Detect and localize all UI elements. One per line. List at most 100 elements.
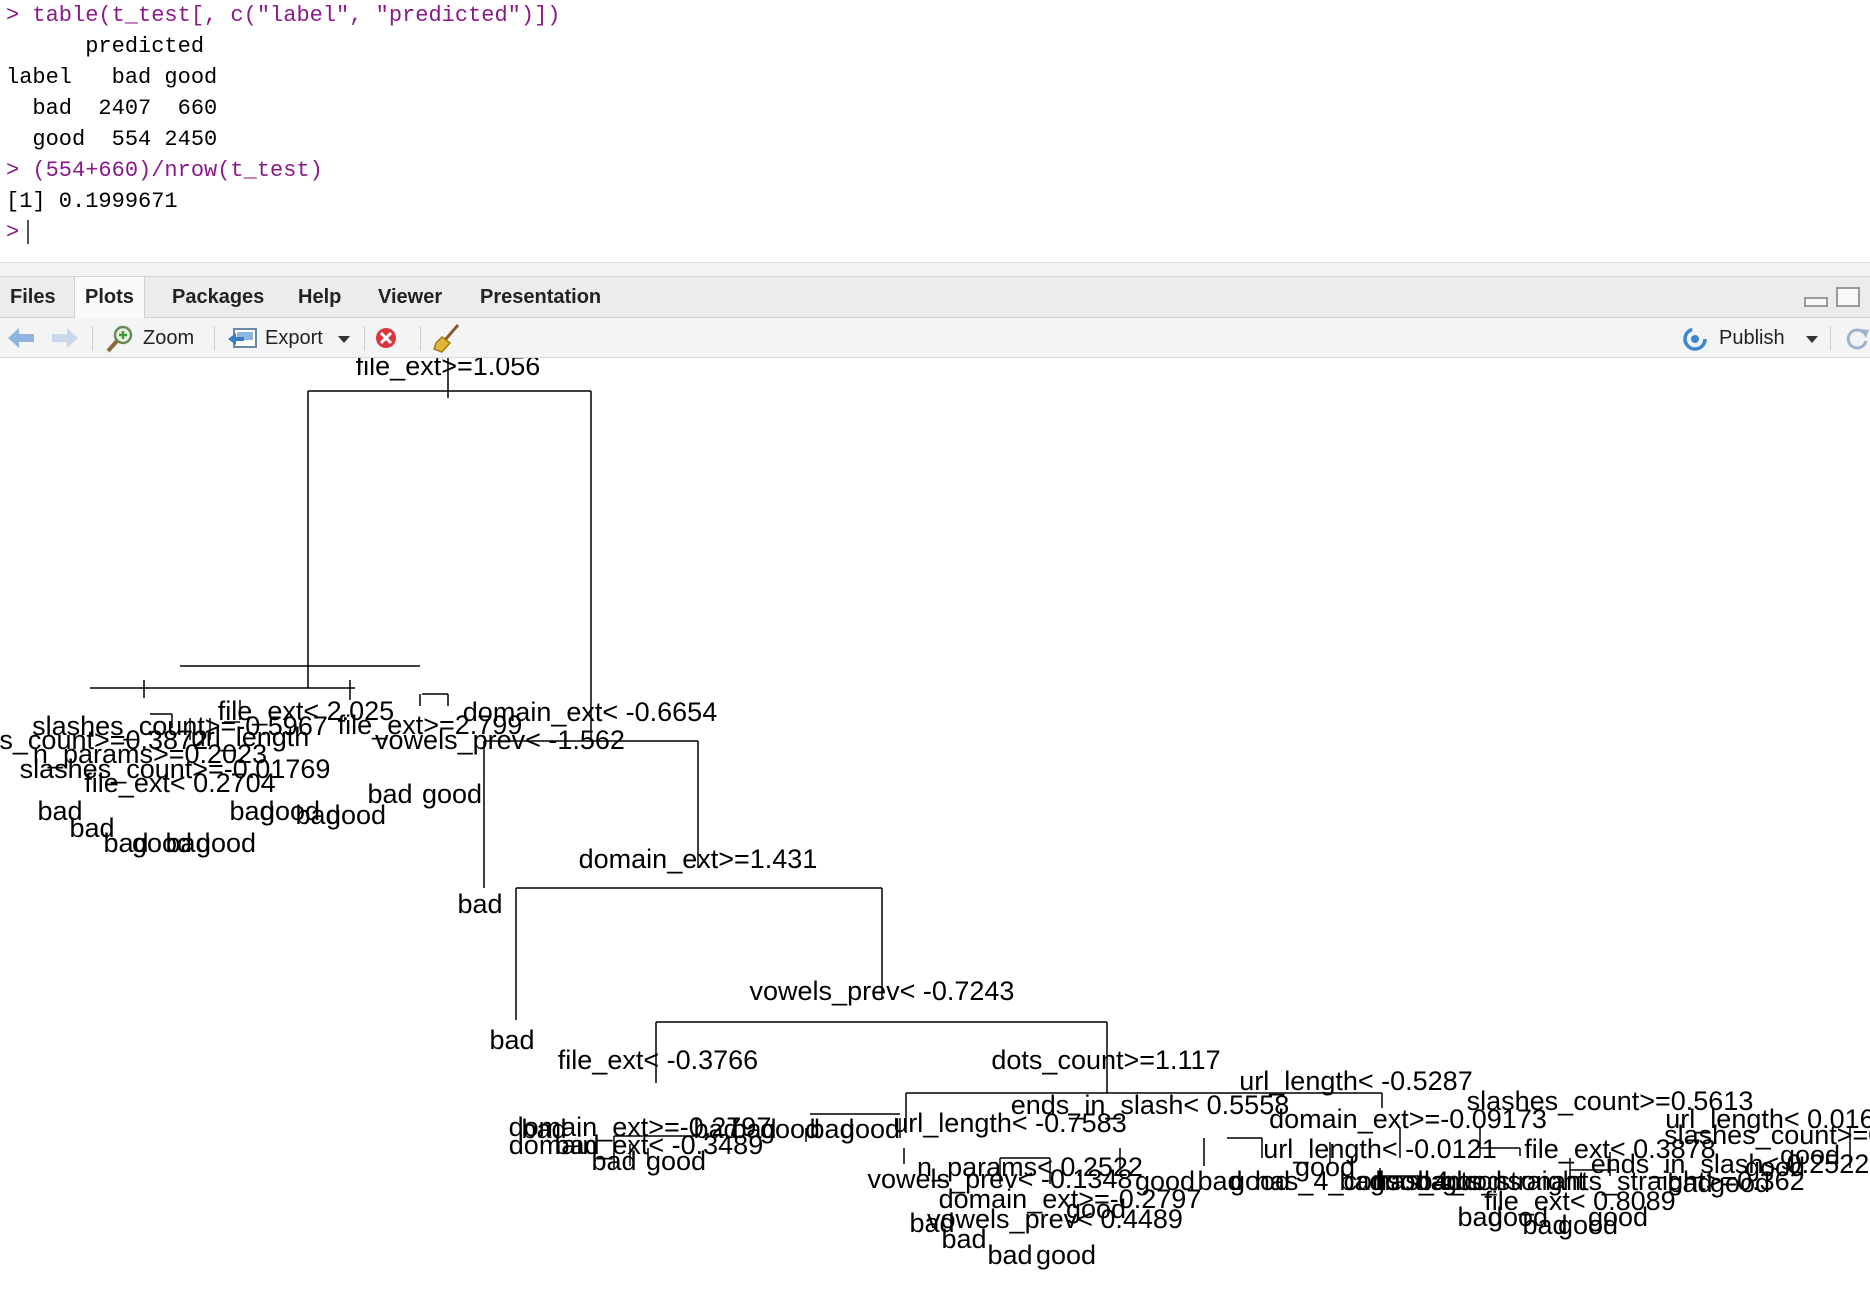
tree-leaf-label: good bbox=[646, 1146, 706, 1176]
tree-leaf-label: bad bbox=[1339, 1166, 1384, 1196]
tree-split-label: domain_ext< -0.3489 bbox=[509, 1130, 763, 1160]
tree-leaf-label: good bbox=[1135, 1166, 1195, 1196]
tree-split-label: ends_in_slash< 0.5558 bbox=[1011, 1090, 1289, 1120]
tab-presentation[interactable]: Presentation bbox=[480, 286, 602, 308]
tree-leaf-label: good bbox=[1230, 1166, 1290, 1196]
plots-toolbar: Zoom Export Publish bbox=[0, 318, 1870, 358]
tree-split-label: ts_count>=0.3872 bbox=[0, 725, 208, 755]
tree-leaf-label: good bbox=[326, 800, 386, 830]
tree-split-label: file_ext< 0.3878 bbox=[1524, 1134, 1715, 1164]
tree-split-label: file_ext< 0.2704 bbox=[84, 768, 275, 798]
tree-leaf-label: good bbox=[1780, 1140, 1840, 1170]
tree-leaf-label: bad bbox=[909, 1208, 954, 1238]
console-pane[interactable]: > table(t_test[, c("label", "predicted")… bbox=[0, 0, 1870, 262]
refresh-icon[interactable] bbox=[1844, 326, 1870, 352]
toolbar-separator bbox=[364, 326, 365, 350]
tree-leaf-label: good bbox=[1066, 1194, 1126, 1224]
tree-branches bbox=[90, 358, 1851, 1190]
tree-leaf-label: bad bbox=[103, 828, 148, 858]
broom-clear-icon[interactable] bbox=[432, 323, 462, 353]
toolbar-separator bbox=[1830, 326, 1831, 350]
maximize-pane-icon[interactable] bbox=[1836, 287, 1860, 307]
tree-split-label: slashes_count>=0.387 bbox=[1664, 1120, 1870, 1150]
tree-split-label: domain_ext>=-0.2797 bbox=[939, 1184, 1202, 1214]
tree-split-label: has_4_consonants_straight bbox=[1255, 1166, 1586, 1196]
minimize-pane-icon[interactable] bbox=[1804, 297, 1828, 307]
tab-packages[interactable]: Packages bbox=[172, 286, 265, 308]
tree-leaf-label: good bbox=[840, 1114, 900, 1144]
tree-leaf-label: bad bbox=[731, 1114, 776, 1144]
remove-plot-icon[interactable] bbox=[375, 327, 397, 349]
tree-leaf-label: good bbox=[760, 1114, 820, 1144]
tree-split-label: url_length< -0.0121 bbox=[1263, 1134, 1496, 1164]
tree-leaf-label: good bbox=[1488, 1202, 1548, 1232]
tree-leaf-label: bad bbox=[69, 813, 114, 843]
console-output: > table(t_test[, c("label", "predicted")… bbox=[6, 0, 1870, 217]
tree-leaf-label: bad bbox=[367, 779, 412, 809]
back-arrow-icon[interactable] bbox=[8, 328, 34, 348]
tree-leaf-label: bad bbox=[693, 1114, 738, 1144]
tree-split-label: domain_ext< -0.6654 bbox=[463, 697, 717, 727]
tree-split-label: url_length< 0.016 bbox=[1665, 1104, 1870, 1134]
tree-split-label: slashes_count>=-0.5967 bbox=[32, 711, 328, 741]
tree-leaf-label: bad bbox=[1457, 1202, 1502, 1232]
console-prompt: > bbox=[6, 220, 20, 245]
zoom-button[interactable]: Zoom bbox=[143, 327, 195, 349]
tree-leaf-label: bad bbox=[457, 889, 502, 919]
tree-leaf-label: good bbox=[1036, 1240, 1096, 1270]
tree-split-label: file_ext>=2.799 bbox=[338, 710, 523, 740]
publish-button[interactable]: Publish bbox=[1719, 327, 1785, 349]
console-output-line: bad 2407 660 bbox=[6, 96, 218, 121]
tree-leaf-label: good bbox=[260, 796, 320, 826]
tree-leaf-label: good bbox=[1588, 1202, 1648, 1232]
tab-plots[interactable]: Plots bbox=[74, 277, 145, 319]
publish-icon bbox=[1683, 327, 1707, 351]
tree-leaf-label: good bbox=[1745, 1152, 1805, 1182]
tree-split-label: slashes_count>=-0.01769 bbox=[20, 754, 331, 784]
tree-split-label: file_ext< 0.8089 bbox=[1484, 1186, 1675, 1216]
tree-split-label: vowels_prev< -1.562 bbox=[375, 725, 625, 755]
pane-tab-bar: Files Plots Packages Help Viewer Present… bbox=[0, 276, 1870, 319]
tree-leaf-label: bad bbox=[809, 1114, 854, 1144]
console-prompt-line[interactable]: > bbox=[6, 217, 1870, 248]
tree-split-label: domain_ext>=1.431 bbox=[579, 844, 818, 874]
tree-leaf-label: good bbox=[1442, 1166, 1502, 1196]
tab-help[interactable]: Help bbox=[298, 286, 342, 308]
tree-split-label: vowels_prev< -0.7243 bbox=[750, 976, 1015, 1006]
chevron-down-icon[interactable] bbox=[1806, 336, 1818, 344]
tree-leaf-label: good bbox=[1295, 1152, 1355, 1182]
tab-viewer[interactable]: Viewer bbox=[378, 286, 443, 308]
forward-arrow-icon[interactable] bbox=[52, 328, 78, 348]
tree-split-label: n_params< 0.2522 bbox=[917, 1152, 1143, 1182]
tree-leaf-label: bad bbox=[521, 1114, 566, 1144]
tree-split-label: ends_in_slash< 0.2522 bbox=[1591, 1149, 1869, 1179]
tab-files[interactable]: Files bbox=[10, 286, 56, 308]
tree-split-label: domain_ext>=-0.2797 bbox=[509, 1112, 772, 1142]
export-button[interactable]: Export bbox=[265, 327, 323, 349]
tree-split-label: dots_count>=1.117 bbox=[991, 1045, 1220, 1075]
chevron-down-icon[interactable] bbox=[338, 336, 350, 344]
tree-split-label: vowels_prev< -0.1348 bbox=[868, 1164, 1133, 1194]
text-cursor bbox=[27, 220, 30, 245]
toolbar-separator bbox=[92, 326, 93, 350]
tree-leaf-label: good bbox=[422, 779, 482, 809]
tree-leaf-label: bad bbox=[1417, 1166, 1462, 1196]
tree-split-label: domain_ext>=-0.09173 bbox=[1269, 1104, 1547, 1134]
pane-splitter[interactable] bbox=[0, 262, 1870, 277]
tree-split-label: url_length< -0.5287 bbox=[1239, 1066, 1472, 1096]
toolbar-separator bbox=[420, 326, 421, 350]
tree-leaf-label: bad bbox=[1667, 1168, 1712, 1198]
tree-leaf-label: bad bbox=[229, 796, 274, 826]
tree-leaf-label: good bbox=[1370, 1166, 1430, 1196]
tree-leaf-label: bad bbox=[165, 828, 210, 858]
export-image-icon bbox=[228, 328, 257, 348]
console-output-line: [1] 0.1999671 bbox=[6, 189, 178, 214]
toolbar-separator bbox=[214, 326, 215, 350]
tree-leaf-label: bad bbox=[295, 800, 340, 830]
tree-split-label: vowels_prev< 0.4489 bbox=[927, 1204, 1183, 1234]
tree-split-label: file_ext>=1.056 bbox=[356, 358, 541, 381]
tree-leaf-label: bad bbox=[1522, 1210, 1567, 1240]
console-output-line: good 554 2450 bbox=[6, 127, 218, 152]
